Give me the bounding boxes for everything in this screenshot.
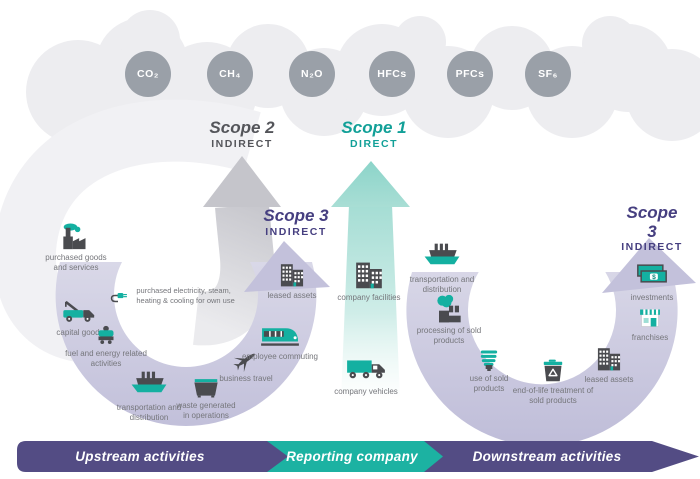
gas-circle-n2o: N₂O bbox=[289, 51, 335, 97]
buildings-icon bbox=[273, 260, 311, 289]
item-upstream-transportation: transportation and distribution bbox=[108, 368, 190, 424]
item-label: purchased goods and services bbox=[45, 253, 107, 273]
scope1-level: DIRECT bbox=[349, 137, 399, 150]
item-label: investments bbox=[630, 293, 674, 302]
plug-icon bbox=[110, 282, 131, 309]
item-franchises: franchises bbox=[617, 305, 683, 343]
item-label: transportation and distribution bbox=[409, 275, 475, 295]
item-label: purchased electricity, steam, heating & … bbox=[136, 285, 235, 305]
item-downstream-transportation: transportation and distribution bbox=[399, 240, 485, 296]
item-processing-sold-products: processing of sold products bbox=[410, 294, 488, 347]
scope2-arrow-head bbox=[203, 156, 281, 207]
item-label: employee commuting bbox=[241, 352, 319, 361]
ship-icon bbox=[127, 368, 171, 401]
recycle-bin-icon bbox=[536, 358, 570, 384]
scope3-upstream-title-block: Scope 3 INDIRECT bbox=[263, 206, 329, 238]
item-label: business travel bbox=[219, 374, 273, 383]
item-end-of-life: end-of-life treatment of sold products bbox=[512, 358, 594, 407]
footer-reporting-chevron bbox=[267, 441, 443, 472]
cfl-bulb-icon bbox=[473, 348, 505, 372]
scope3-downstream-title: Scope 3 bbox=[626, 203, 678, 241]
scope3-downstream-level: INDIRECT bbox=[621, 241, 683, 254]
item-label: fuel and energy related activities bbox=[65, 349, 147, 369]
background-swirl-shape bbox=[0, 99, 261, 364]
item-label: capital goods bbox=[56, 328, 104, 337]
item-use-sold-products: use of sold products bbox=[456, 348, 522, 395]
item-upstream-leased-assets: leased assets bbox=[257, 260, 327, 301]
item-label: use of sold products bbox=[469, 374, 509, 394]
scope3-downstream-title-block: Scope 3 INDIRECT bbox=[621, 203, 683, 254]
item-label: franchises bbox=[631, 333, 669, 342]
item-label: processing of sold products bbox=[416, 326, 482, 346]
factory-smoke-icon bbox=[429, 294, 469, 324]
scope3-upstream-title: Scope 3 bbox=[263, 206, 329, 225]
item-label: leased assets bbox=[584, 375, 634, 384]
train-icon bbox=[257, 316, 303, 350]
item-waste: waste generated in operations bbox=[173, 372, 239, 422]
gas-circle-sf6: SF₆ bbox=[525, 51, 571, 97]
scope2-title: Scope 2 bbox=[209, 118, 275, 137]
gas-circle-co2: CO₂ bbox=[125, 51, 171, 97]
item-fuel-energy: fuel and energy related activities bbox=[64, 324, 148, 370]
item-capital-goods: capital goods bbox=[52, 296, 108, 338]
downstream-loop-arrow bbox=[406, 272, 678, 447]
scope1-arrow-head bbox=[331, 161, 410, 207]
banknotes-icon bbox=[632, 261, 672, 291]
storefront-icon bbox=[633, 305, 667, 331]
scope1-title: Scope 1 bbox=[341, 118, 407, 137]
buildings-icon bbox=[347, 258, 391, 291]
item-company-vehicles: company vehicles bbox=[330, 351, 402, 397]
item-business-travel: business travel bbox=[217, 348, 275, 384]
gas-circle-ch4: CH₄ bbox=[207, 51, 253, 97]
footer-upstream-label: Upstream activities bbox=[75, 449, 205, 464]
item-label: transportation and distribution bbox=[116, 403, 182, 423]
item-company-facilities: company facilities bbox=[333, 258, 405, 303]
scope1-title-block: Scope 1 DIRECT bbox=[341, 118, 407, 150]
footer-downstream-label: Downstream activities bbox=[472, 449, 622, 464]
factory-icon bbox=[57, 222, 95, 251]
item-investments: investments bbox=[616, 261, 688, 303]
buildings-icon bbox=[590, 344, 628, 373]
item-label: waste generated in operations bbox=[176, 401, 236, 421]
upstream-loop-arrow bbox=[55, 262, 317, 426]
tow-truck-icon bbox=[60, 296, 100, 326]
scope1-arrow-beam bbox=[341, 205, 400, 400]
item-label: company vehicles bbox=[334, 387, 398, 396]
footer-reporting-label: Reporting company bbox=[286, 449, 418, 464]
scope2-title-block: Scope 2 INDIRECT bbox=[209, 118, 275, 150]
wagon-icon bbox=[91, 324, 121, 347]
item-label: end-of-life treatment of sold products bbox=[512, 386, 594, 406]
ship-icon bbox=[420, 240, 464, 273]
scope2-arrow-band bbox=[193, 203, 275, 346]
scope2-level: INDIRECT bbox=[211, 137, 273, 150]
item-purchased-electricity: purchased electricity, steam, heating & … bbox=[110, 282, 252, 309]
scope3-upstream-level: INDIRECT bbox=[265, 225, 327, 238]
box-truck-icon bbox=[343, 351, 389, 385]
item-label: leased assets bbox=[267, 291, 317, 300]
item-downstream-leased-assets: leased assets bbox=[573, 344, 645, 385]
item-employee-commuting: employee commuting bbox=[240, 316, 320, 362]
gas-circle-pfcs: PFCs bbox=[447, 51, 493, 97]
gas-circle-hfcs: HFCs bbox=[369, 51, 415, 97]
item-label: company facilities bbox=[337, 293, 401, 302]
item-purchased-goods: purchased goods and services bbox=[45, 222, 107, 274]
